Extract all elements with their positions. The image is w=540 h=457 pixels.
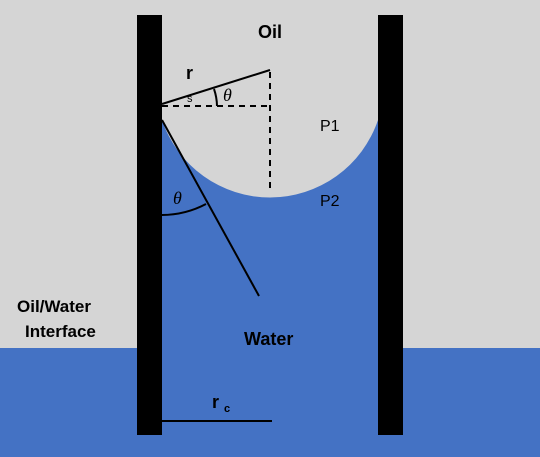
theta-wall-label: θ: [173, 188, 182, 208]
rs-label: r: [186, 63, 193, 83]
theta-top-arc: [213, 88, 218, 107]
theta-wall-arc: [161, 203, 207, 216]
rc-label: r: [212, 392, 219, 412]
right-wall: [378, 15, 403, 435]
interface-label-line1: Oil/Water: [17, 297, 91, 316]
interface-label-line2: Interface: [25, 322, 96, 341]
p1-label: P1: [320, 118, 340, 135]
rc-subscript: c: [224, 403, 230, 415]
capillary-water: [162, 120, 378, 457]
theta-top-label: θ: [223, 85, 232, 105]
rs-subscript: s: [187, 93, 193, 105]
rs-radius-line: [161, 69, 271, 105]
oil-label: Oil: [258, 22, 282, 42]
contact-angle-line: [161, 119, 260, 297]
p2-label: P2: [320, 193, 340, 210]
water-label: Water: [244, 329, 293, 349]
left-wall: [137, 15, 162, 435]
